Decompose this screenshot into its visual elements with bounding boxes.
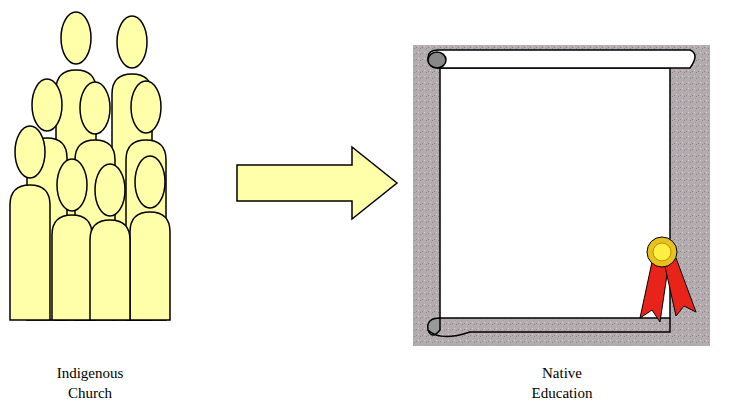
node-caption: Indigenous Church <box>40 364 140 403</box>
node-caption: Native Education <box>522 364 602 403</box>
person-body <box>90 220 130 320</box>
illustrated-node: Indigenous Church <box>0 5 180 403</box>
person-head <box>61 12 91 64</box>
person-head <box>135 156 165 208</box>
person-head <box>95 164 125 216</box>
person-head <box>131 81 161 133</box>
person-head <box>15 126 45 178</box>
illustrated-node: Native Education <box>412 40 712 403</box>
person-body <box>52 215 92 320</box>
person-head <box>80 82 110 134</box>
block-arrow <box>237 147 397 219</box>
person-body <box>10 185 50 320</box>
person-head <box>32 79 62 131</box>
person-head <box>117 16 147 68</box>
person-body <box>130 212 170 320</box>
person-head <box>57 159 87 211</box>
diploma-scroll <box>413 45 710 346</box>
people-group <box>10 12 170 320</box>
